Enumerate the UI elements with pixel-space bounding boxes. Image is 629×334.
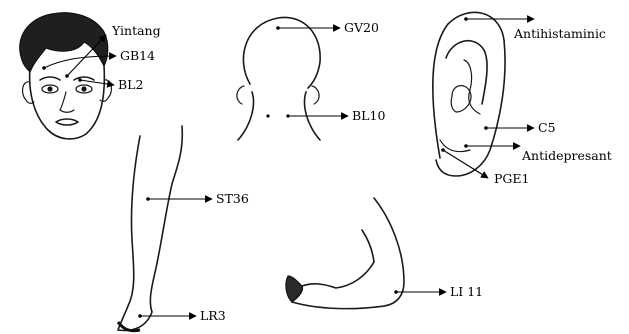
head-right-ear <box>312 86 319 104</box>
li11-label: LI 11 <box>450 284 483 299</box>
face-nose <box>60 92 74 112</box>
face-mouth <box>56 119 78 125</box>
neck-left <box>238 92 253 140</box>
arm-drawing: LI 11 <box>286 198 483 309</box>
leg-back-line <box>150 126 182 312</box>
st36-label: ST36 <box>216 191 249 206</box>
arm-inner-line <box>362 230 374 262</box>
leg-drawing: ST36 LR3 <box>118 126 249 331</box>
ear-drawing: Antihistaminic C5 Antidepresant PGE1 <box>433 12 612 186</box>
arm-hand <box>286 276 303 302</box>
gb14-label: GB14 <box>120 48 155 63</box>
face-drawing: Yintang GB14 BL2 <box>20 13 161 139</box>
face-hair <box>20 13 108 72</box>
bl10-point-left <box>266 114 269 117</box>
bl10-label: BL10 <box>352 108 385 123</box>
antidepressant-label: Antidepresant <box>521 148 612 163</box>
c5-label: C5 <box>538 120 556 135</box>
bl2-label: BL2 <box>118 77 143 92</box>
arm-upper-outer <box>374 198 404 306</box>
head-left-ear <box>237 86 244 104</box>
face-left-pupil <box>47 86 52 91</box>
pge1-label: PGE1 <box>494 171 529 186</box>
back-of-head-drawing: GV20 BL10 <box>237 17 386 140</box>
arm-forearm-top <box>302 262 374 288</box>
yintang-label: Yintang <box>111 23 161 38</box>
arm-forearm-bottom <box>292 302 384 309</box>
ear-concha <box>451 86 471 112</box>
face-right-eyebrow <box>74 77 94 80</box>
face-left-eyebrow <box>40 77 60 80</box>
face-right-pupil <box>81 86 86 91</box>
gv20-label: GV20 <box>344 20 379 35</box>
leg-front-line <box>128 136 140 306</box>
lr3-label: LR3 <box>200 308 226 323</box>
antihistaminic-label: Antihistaminic <box>513 26 606 41</box>
